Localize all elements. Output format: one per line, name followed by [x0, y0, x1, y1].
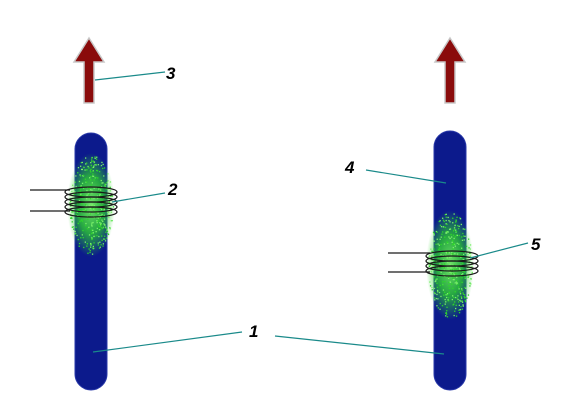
up-arrow-icon-left [72, 36, 106, 104]
left-assembly [30, 36, 118, 391]
callout-1: 1 [249, 322, 258, 341]
callout-4: 4 [344, 158, 355, 177]
callout-3: 3 [166, 64, 176, 83]
leader-2 [111, 192, 166, 203]
right-assembly [388, 36, 479, 391]
leader-lines [92, 71, 529, 355]
leader-1a [92, 331, 243, 353]
left-glow [67, 153, 115, 257]
leader-1b [274, 335, 445, 355]
right-glow [426, 210, 474, 320]
leader-3 [94, 71, 166, 81]
callout-5: 5 [531, 235, 541, 254]
up-arrow-icon-right [433, 36, 467, 104]
callouts: 3 2 4 5 1 [166, 64, 541, 341]
leader-5 [469, 242, 529, 259]
leader-4 [365, 169, 447, 184]
coil-icon-left [30, 186, 118, 218]
callout-2: 2 [167, 180, 178, 199]
